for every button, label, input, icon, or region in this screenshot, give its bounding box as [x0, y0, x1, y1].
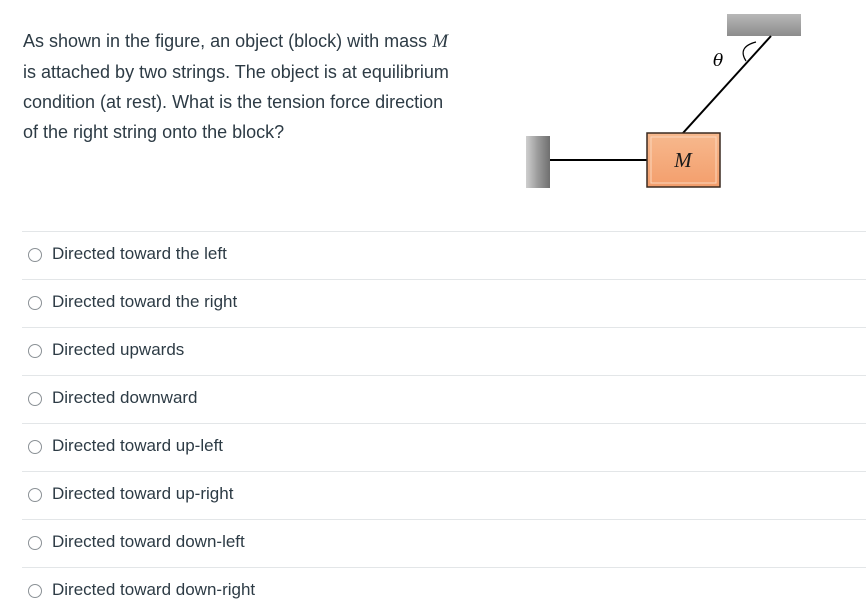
ceiling-support	[727, 14, 801, 36]
answer-option[interactable]: Directed toward down-left	[22, 519, 866, 567]
answer-label: Directed toward the left	[52, 244, 227, 263]
answer-label: Directed toward up-right	[52, 484, 234, 503]
answer-option[interactable]: Directed toward the right	[22, 279, 866, 327]
question-text-part1: As shown in the figure, an object (block…	[23, 31, 433, 51]
answer-option[interactable]: Directed downward	[22, 375, 866, 423]
mass-block	[646, 132, 721, 188]
angle-arc	[742, 41, 757, 62]
answer-label: Directed toward the right	[52, 292, 238, 311]
radio-button[interactable]	[28, 248, 42, 262]
question-text: As shown in the figure, an object (block…	[23, 26, 463, 147]
radio-button[interactable]	[28, 296, 42, 310]
radio-button[interactable]	[28, 440, 42, 454]
answer-option[interactable]: Directed toward down-right	[22, 567, 866, 615]
answer-label: Directed downward	[52, 388, 198, 407]
radio-button[interactable]	[28, 392, 42, 406]
radio-button[interactable]	[28, 584, 42, 598]
answer-option[interactable]: Directed upwards	[22, 327, 866, 375]
answer-label: Directed toward up-left	[52, 436, 224, 455]
physics-figure: θ M	[526, 14, 801, 188]
answer-option[interactable]: Directed toward the left	[22, 231, 866, 279]
answer-label: Directed toward down-left	[52, 532, 245, 551]
radio-button[interactable]	[28, 488, 42, 502]
right-string	[682, 35, 772, 134]
radio-button[interactable]	[28, 536, 42, 550]
block-label: M	[673, 148, 693, 172]
radio-button[interactable]	[28, 344, 42, 358]
answer-option[interactable]: Directed toward up-right	[22, 471, 866, 519]
answer-list: Directed toward the left Directed toward…	[22, 231, 866, 615]
answer-label: Directed toward down-right	[52, 580, 256, 599]
answer-label: Directed upwards	[52, 340, 185, 359]
question-text-part2: is attached by two strings. The object i…	[23, 62, 449, 142]
angle-label: θ	[713, 51, 723, 71]
left-wall	[526, 136, 550, 188]
question-variable: M	[432, 31, 449, 52]
answer-option[interactable]: Directed toward up-left	[22, 423, 866, 471]
